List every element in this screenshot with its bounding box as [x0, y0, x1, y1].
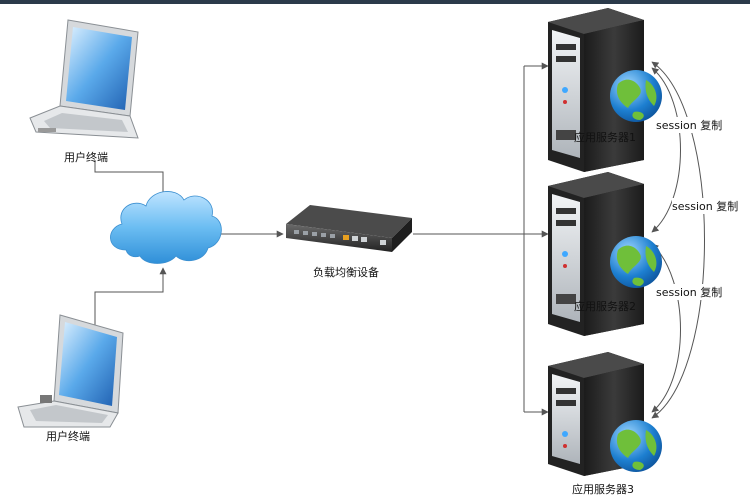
globe-3-icon: [610, 420, 662, 472]
session-copy-label-1: session 复制: [656, 117, 723, 133]
load-balancer-label: 负载均衡设备: [313, 266, 379, 279]
laptop-top-icon: [29, 19, 139, 139]
globe-1-icon: [610, 70, 662, 122]
edge-session-1-2: [651, 67, 681, 233]
connections: [94, 61, 705, 419]
session-copy-label-3: session 复制: [656, 284, 723, 300]
load-balancer-icon: [286, 205, 412, 252]
globe-2-icon: [610, 236, 662, 288]
server-1-label: 应用服务器1: [574, 131, 636, 144]
edge-laptop-bottom-to-cloud: [94, 267, 167, 330]
cloud-icon: [110, 191, 222, 264]
edge-session-1-3: [651, 61, 705, 419]
session-copy-label-2: session 复制: [672, 198, 739, 214]
server-3-label: 应用服务器3: [572, 483, 634, 496]
server-2-label: 应用服务器2: [574, 300, 636, 313]
laptop-top-label: 用户终端: [64, 151, 108, 164]
edge-laptop-top-to-cloud: [94, 160, 167, 206]
edge-session-2-3: [651, 243, 681, 413]
window-top-border: [0, 0, 750, 4]
laptop-bottom-label: 用户终端: [46, 430, 90, 443]
laptop-bottom-icon: [17, 314, 124, 428]
